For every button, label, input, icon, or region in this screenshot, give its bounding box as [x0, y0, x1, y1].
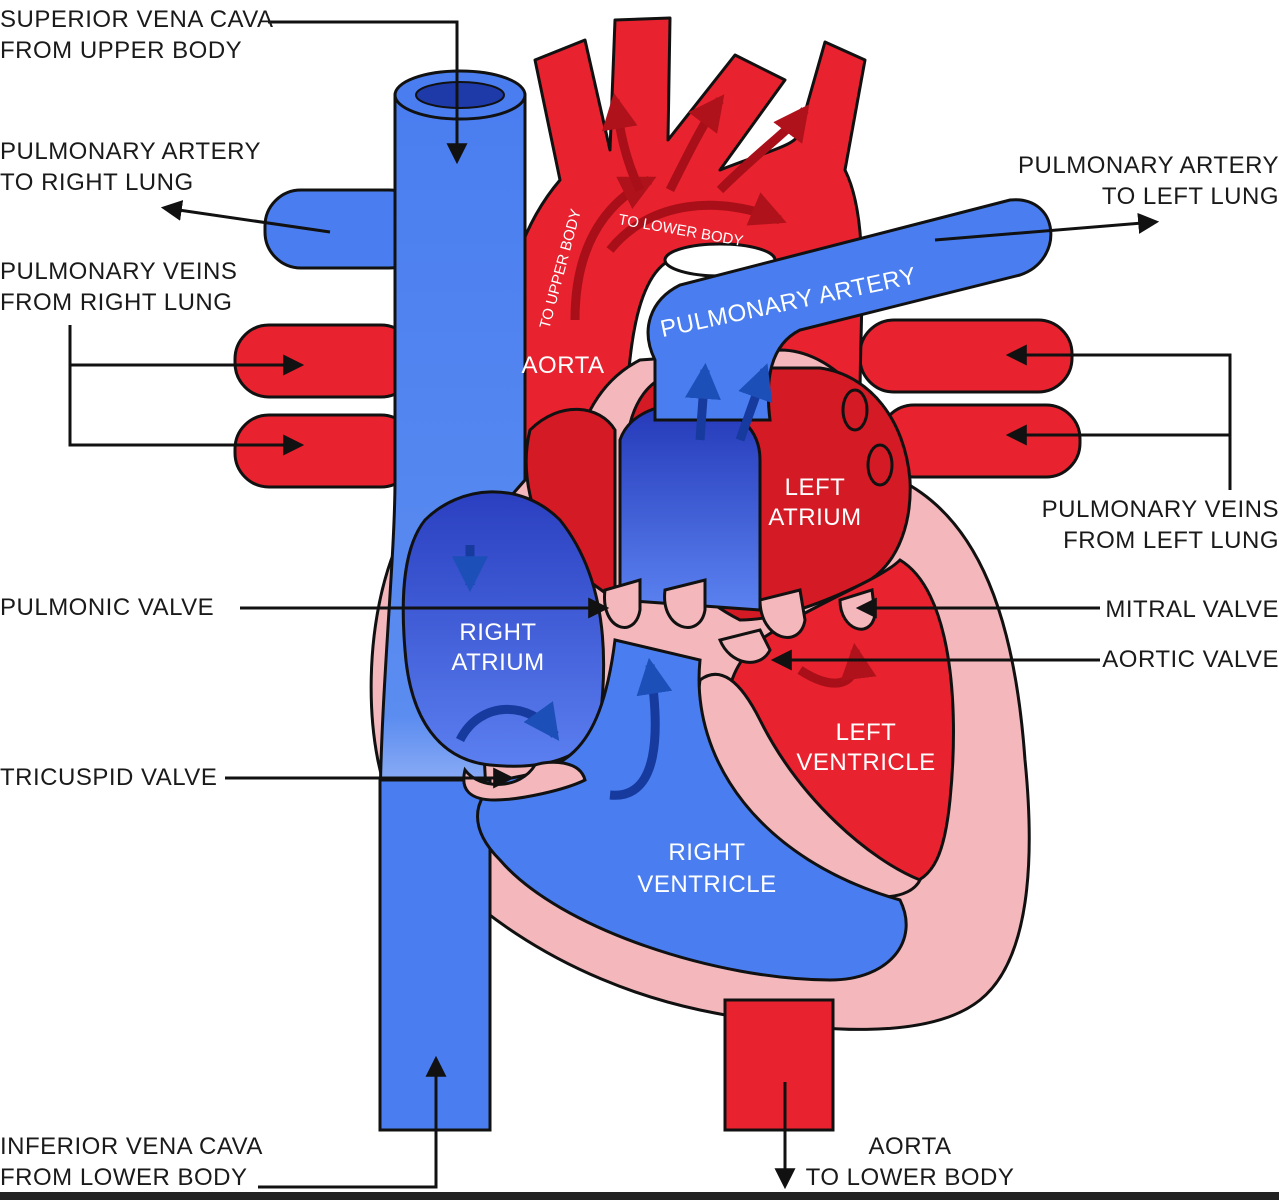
inner-label-left-ventricle-1: LEFT — [836, 719, 897, 746]
label-tricuspid-valve: TRICUSPID VALVE — [0, 764, 218, 791]
inner-label-right-ventricle-2: VENTRICLE — [637, 871, 776, 898]
label-inferior-vena-cava: INFERIOR VENA CAVA FROM LOWER BODY — [0, 1133, 263, 1191]
inner-label-left-atrium-1: LEFT — [785, 474, 846, 501]
label-pulmonary-artery-left: PULMONARY ARTERY TO LEFT LUNG — [1018, 152, 1279, 210]
label-pulmonary-veins-right: PULMONARY VEINS FROM RIGHT LUNG — [0, 258, 238, 316]
leader-lines — [68, 20, 1232, 1190]
label-pulmonic-valve: PULMONIC VALVE — [0, 594, 215, 621]
label-aorta-lower-body: AORTA TO LOWER BODY — [805, 1133, 1015, 1191]
bottom-border — [0, 1192, 1279, 1200]
inner-label-left-atrium-2: ATRIUM — [768, 504, 861, 531]
inner-label-right-atrium-2: ATRIUM — [451, 649, 544, 676]
inner-label-left-ventricle-2: VENTRICLE — [796, 749, 935, 776]
label-pulmonary-veins-left: PULMONARY VEINS FROM LEFT LUNG — [1041, 496, 1279, 554]
label-superior-vena-cava: SUPERIOR VENA CAVA FROM UPPER BODY — [0, 6, 274, 64]
inner-label-aorta: AORTA — [522, 352, 605, 379]
pulmonary-veins-left — [858, 318, 1082, 479]
inner-label-right-ventricle-1: RIGHT — [668, 839, 745, 866]
right-ventricle — [476, 638, 908, 982]
inner-label-right-atrium-1: RIGHT — [459, 619, 536, 646]
label-pulmonary-artery-right: PULMONARY ARTERY TO RIGHT LUNG — [0, 138, 261, 196]
label-aortic-valve: AORTIC VALVE — [1102, 646, 1279, 673]
pulmonary-veins-right — [233, 323, 417, 489]
descending-aorta — [723, 998, 835, 1132]
label-mitral-valve: MITRAL VALVE — [1105, 596, 1279, 623]
